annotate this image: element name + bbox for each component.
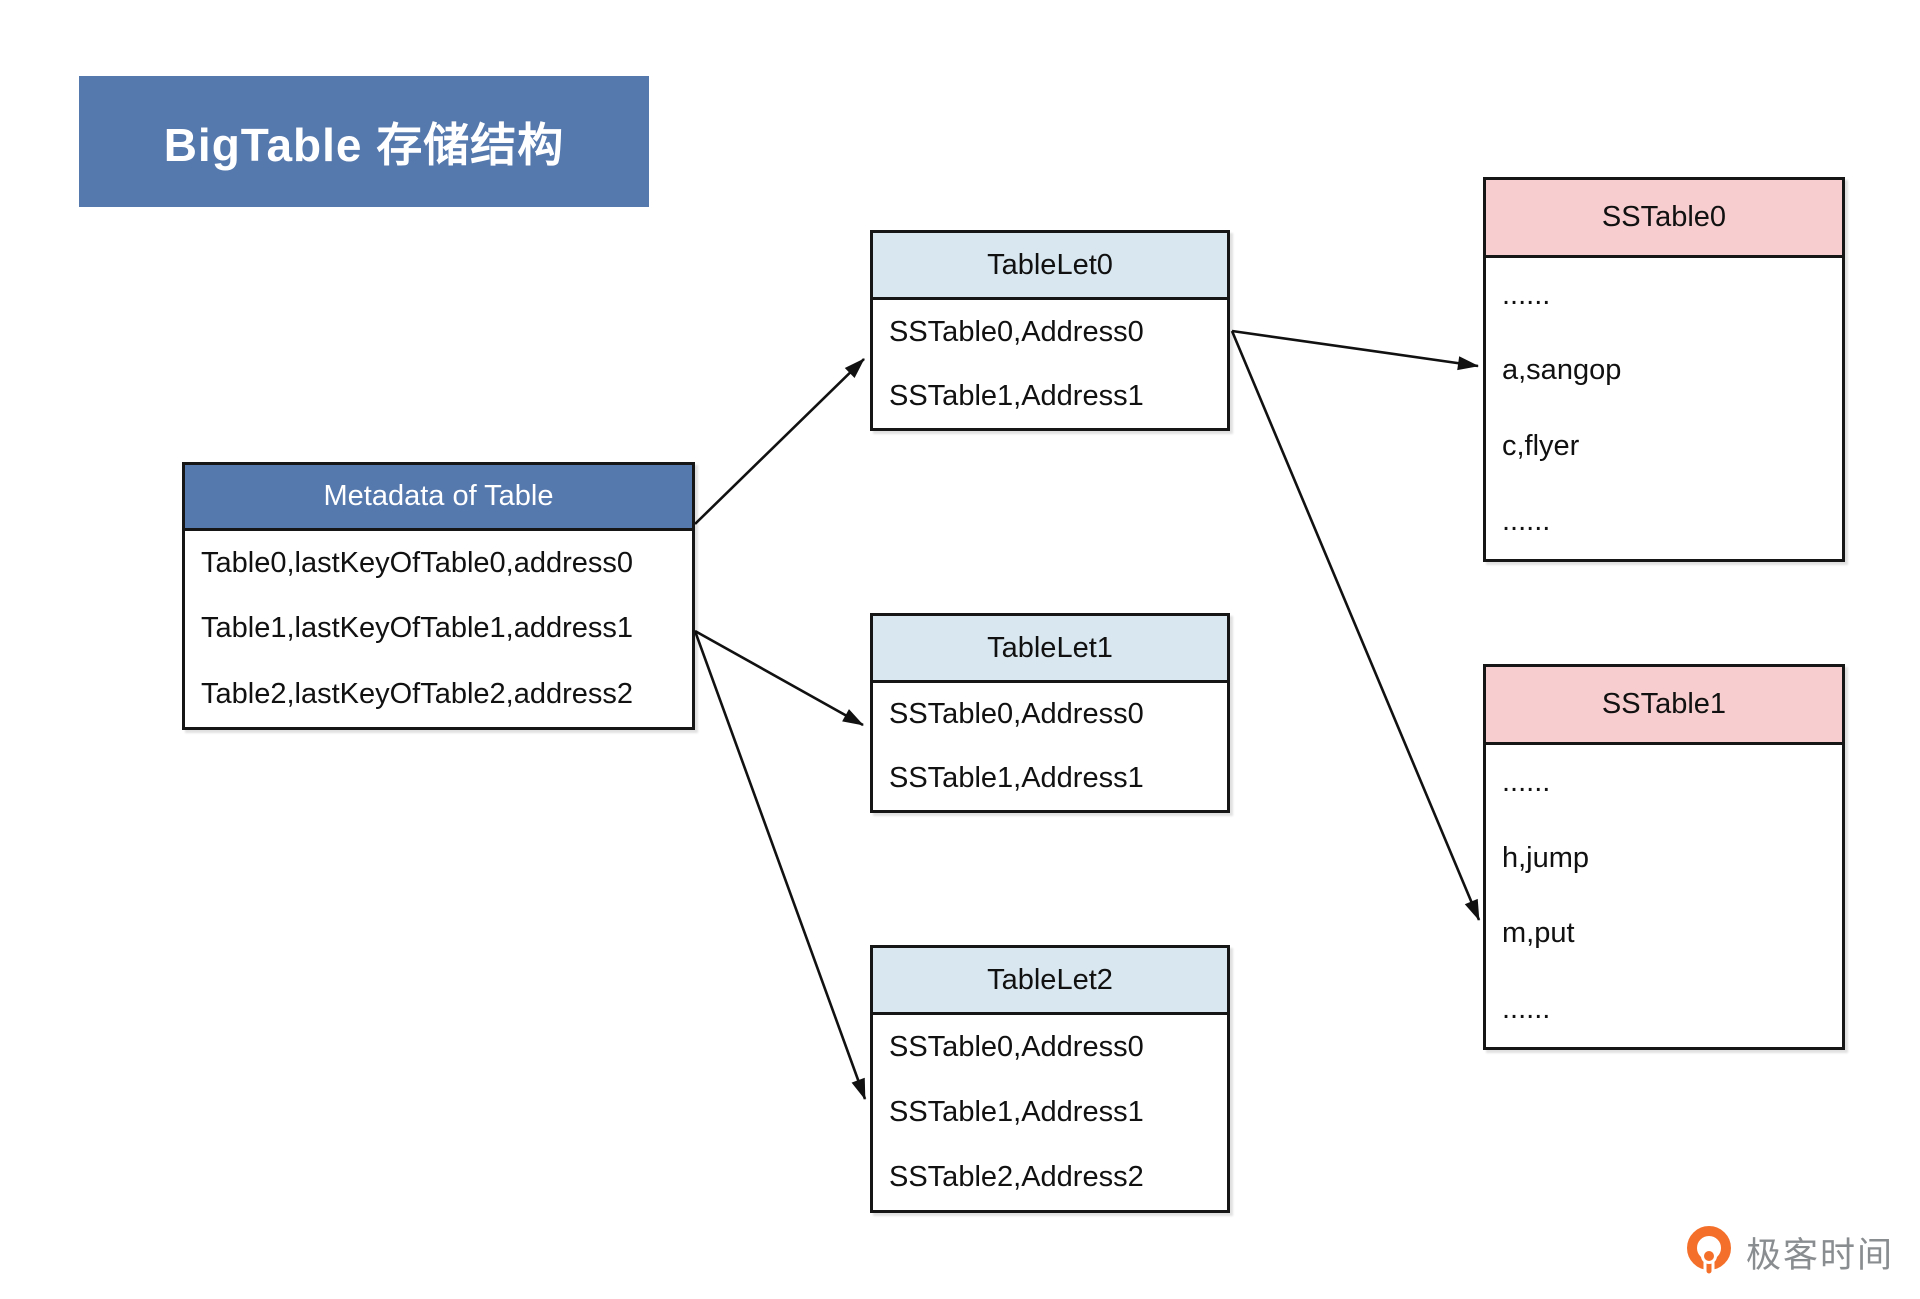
sstable1-row: m,put — [1502, 917, 1575, 950]
geektime-logo-icon — [1687, 1226, 1731, 1277]
sstable1-box: SSTable1 ...... h,jump m,put ...... — [1483, 664, 1845, 1050]
sstable0-row: c,flyer — [1502, 429, 1580, 462]
tablelet2-box-header: TableLet2 — [873, 948, 1227, 1015]
metadata-box: Metadata of Table Table0,lastKeyOfTable0… — [182, 462, 695, 730]
arrow-metadata-to-tablelet1 — [694, 629, 864, 727]
sstable1-row: h,jump — [1502, 841, 1590, 874]
tablelet1-box: TableLet1 SSTable0,Address0 SSTable1,Add… — [870, 613, 1230, 813]
sstable1-row: ...... — [1502, 992, 1551, 1025]
sstable0-row: ...... — [1502, 279, 1551, 312]
sstable0-box-header: SSTable0 — [1486, 180, 1842, 258]
tablelet2-box: TableLet2 SSTable0,Address0 SSTable1,Add… — [870, 945, 1230, 1213]
tablelet2-row: SSTable2,Address2 — [889, 1161, 1144, 1193]
arrow-metadata-to-tablelet0 — [694, 358, 865, 525]
tablelet1-box-header: TableLet1 — [873, 616, 1227, 683]
tablelet0-row: SSTable1,Address1 — [889, 379, 1144, 412]
tablelet0-box-header: TableLet0 — [873, 233, 1227, 300]
metadata-box-header: Metadata of Table — [185, 465, 692, 531]
tablelet0-row: SSTable0,Address0 — [889, 315, 1144, 348]
sstable1-row: ...... — [1502, 766, 1551, 799]
tablelet1-row: SSTable1,Address1 — [889, 761, 1144, 794]
geektime-logo: 极客时间 — [1686, 1226, 1894, 1278]
tablelet0-box: TableLet0 SSTable0,Address0 SSTable1,Add… — [870, 230, 1230, 431]
sstable1-box-header: SSTable1 — [1486, 667, 1842, 745]
sstable0-row: ...... — [1502, 504, 1551, 537]
arrow-tablelet0-to-sstable1 — [1230, 330, 1481, 921]
metadata-row: Table0,lastKeyOfTable0,address0 — [201, 547, 634, 580]
metadata-row: Table2,lastKeyOfTable2,address2 — [201, 677, 634, 710]
sstable0-row: a,sangop — [1502, 354, 1622, 387]
arrow-tablelet0-to-sstable0 — [1231, 329, 1479, 371]
tablelet2-row: SSTable1,Address1 — [889, 1096, 1144, 1128]
sstable0-box: SSTable0 ...... a,sangop c,flyer ...... — [1483, 177, 1845, 562]
geektime-logo-text: 极客时间 — [1746, 1235, 1895, 1275]
tablelet1-row: SSTable0,Address0 — [889, 698, 1144, 731]
page-title: BigTable 存储结构 — [79, 76, 649, 207]
tablelet2-row: SSTable0,Address0 — [889, 1031, 1144, 1063]
metadata-row: Table1,lastKeyOfTable1,address1 — [201, 612, 634, 645]
arrow-metadata-to-tablelet2 — [693, 630, 867, 1100]
